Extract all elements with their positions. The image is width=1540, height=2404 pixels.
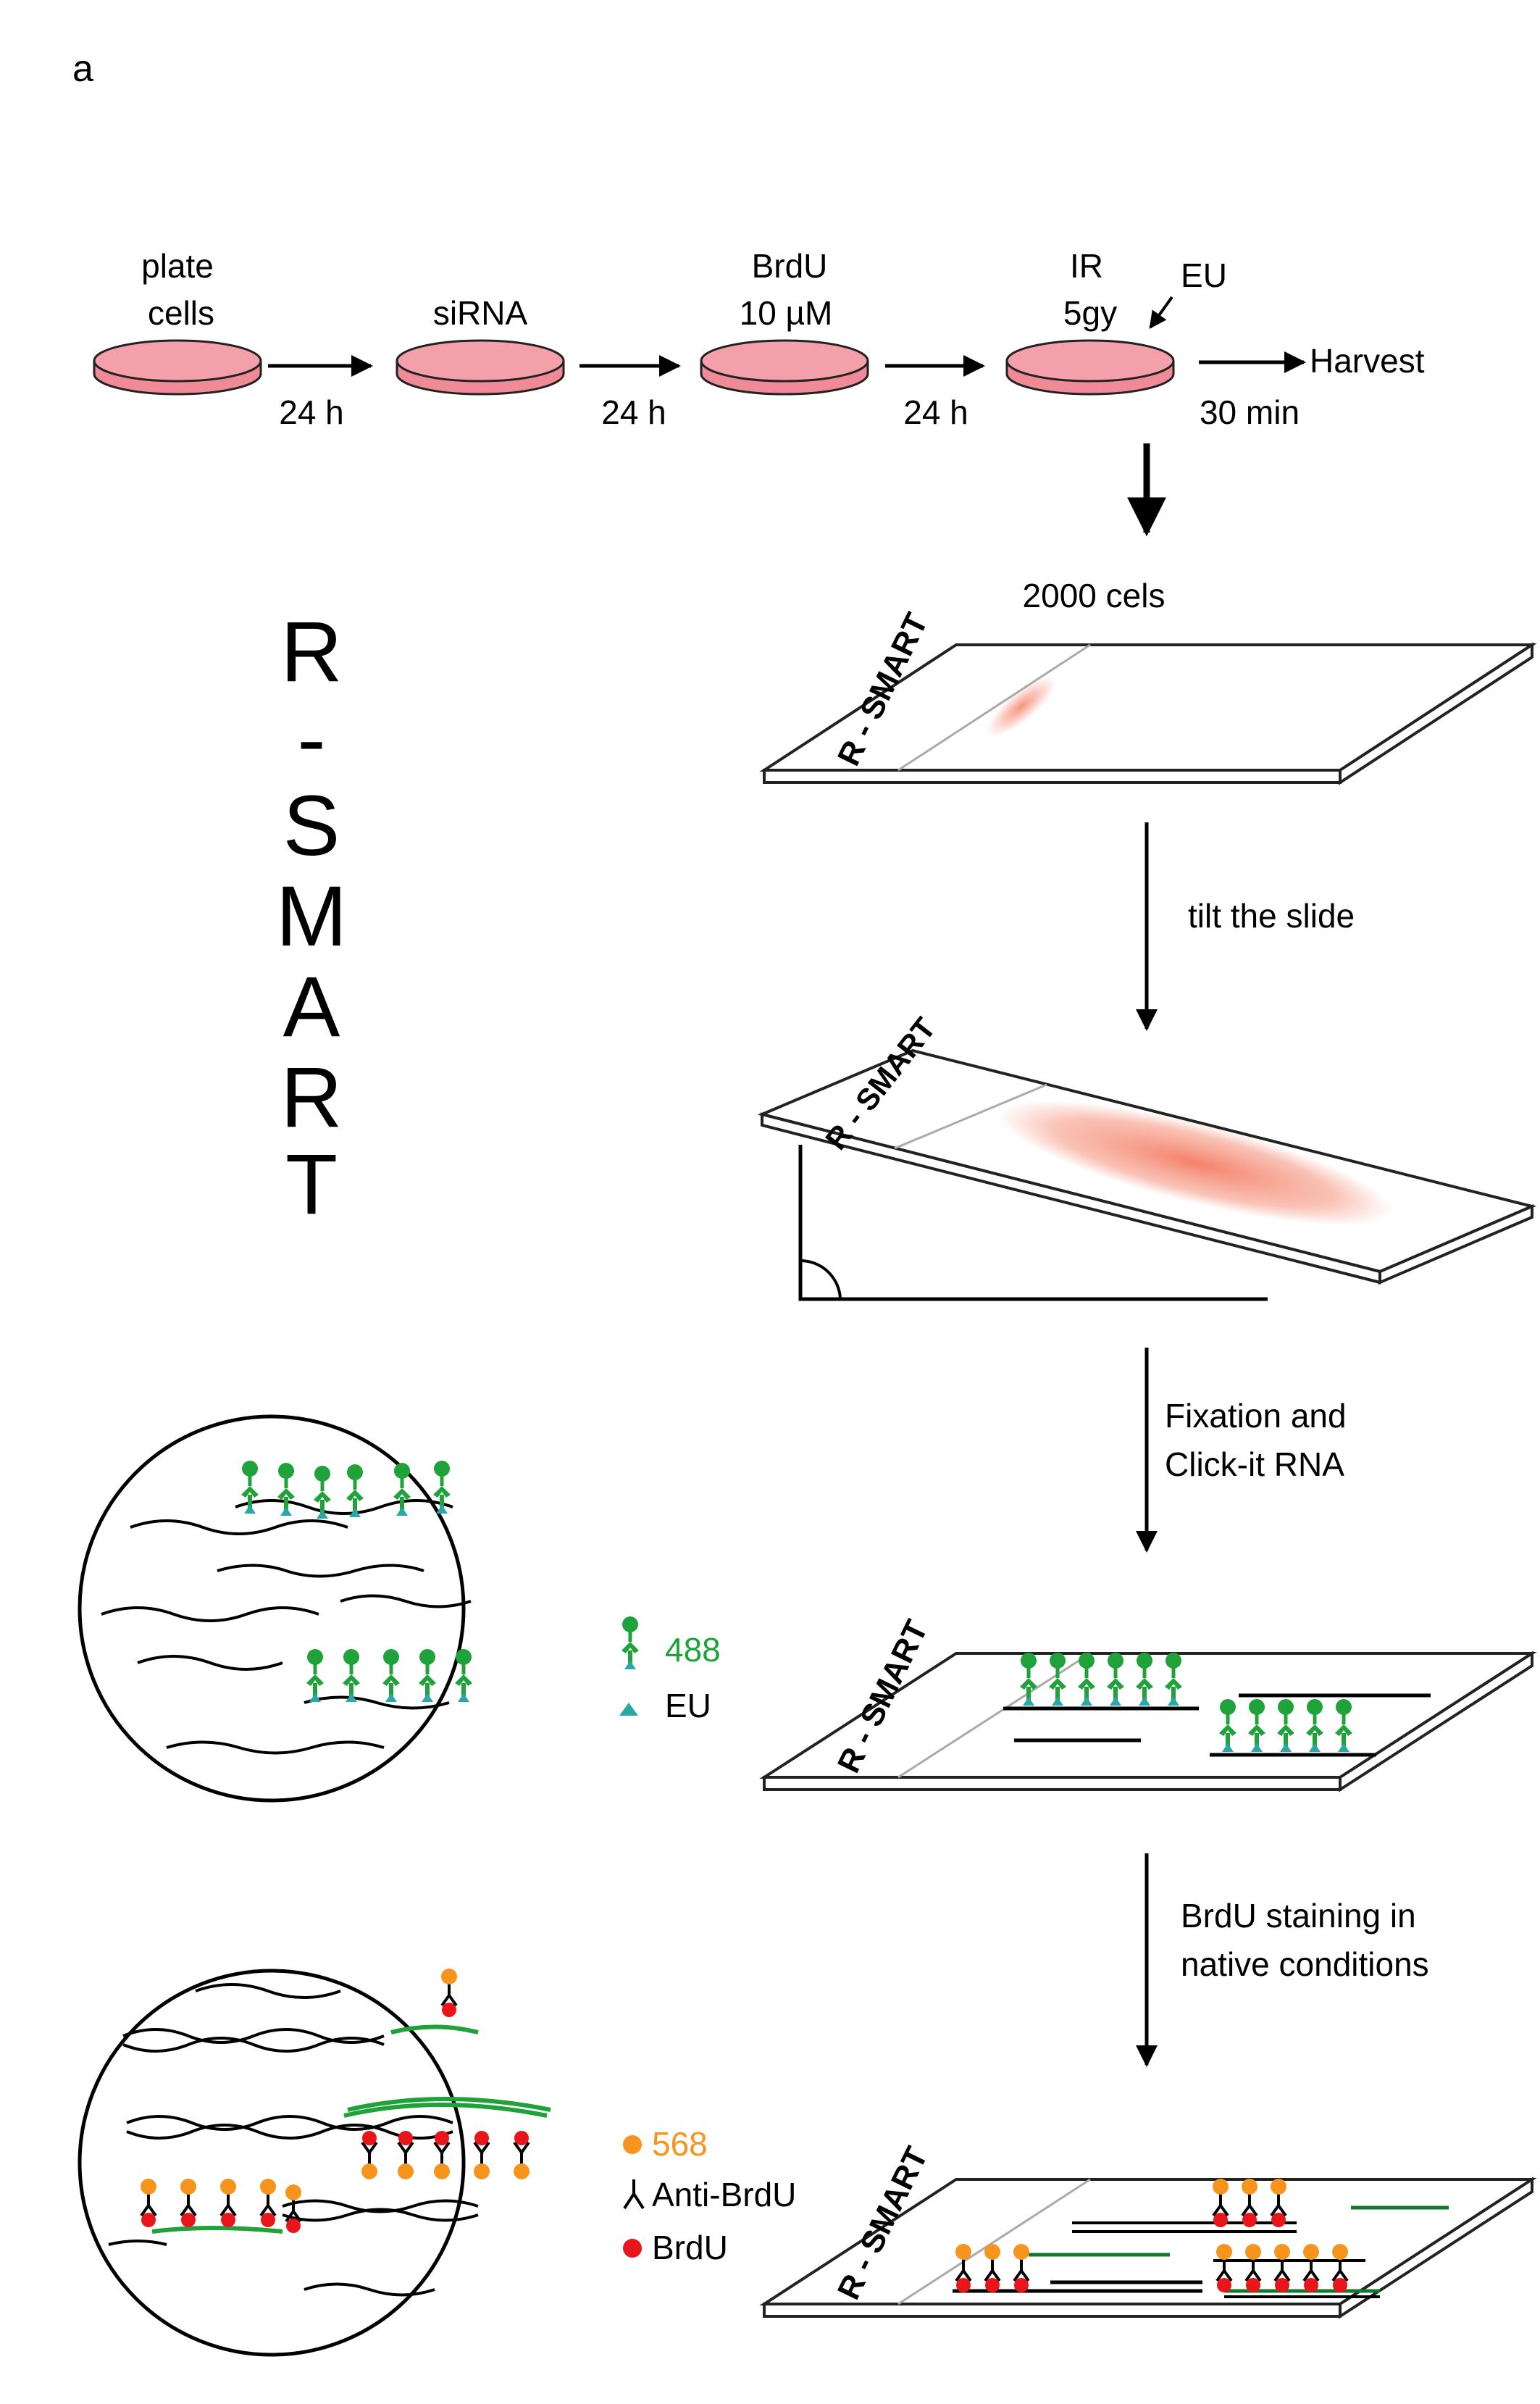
step-label-top: plate [141,247,214,285]
title-letter: R [280,604,342,700]
slide-tilted: R - SMART [757,1011,1537,1301]
eu-arrow [1149,296,1173,329]
timeline: plate cells siRNA BrdU 10 µM IR 5gy 24 h… [93,247,1425,431]
legend-dye-label: 568 [652,2125,708,2163]
slide-rna: R - SMART [759,1614,1537,1792]
legend-rna: 488 EU [619,1616,721,1724]
title-letter: M [276,869,347,964]
antibody-icon [623,2179,645,2210]
brdu-dot-icon [623,2239,642,2258]
step-label: Fixation and [1165,1397,1347,1435]
alexa488-probe-icon [622,1616,639,1669]
title-letter: R [280,1050,342,1145]
alexa568-dot-icon [623,2135,642,2154]
interval-label: 30 min [1200,393,1300,431]
step-label-bottom: siRNA [433,294,528,332]
panel-label: a [72,48,93,90]
cell-count-label: 2000 cels [1023,577,1166,614]
harvest-label: Harvest [1310,342,1425,380]
eu-label: EU [1181,256,1227,294]
legend-dye-label: 488 [665,1631,721,1669]
culture-dish-icon [1005,339,1175,396]
legend-brdu-label: BrdU [652,2229,728,2266]
step-label: tilt the slide [1188,897,1355,935]
culture-dish-icon [93,339,262,396]
step-label: native conditions [1181,1945,1429,1983]
legend-eu-label: EU [665,1687,711,1724]
title-letter: - [297,691,325,787]
title-letter: A [283,959,340,1055]
culture-dish-icon [700,339,869,396]
interval-label: 24 h [903,393,968,431]
legend-brdu: 568 Anti-BrdU BrdU [623,2125,796,2266]
slide-flat: R - SMART [759,607,1537,785]
rna-zoom-circle [78,1414,472,1803]
step-label-bottom: cells [148,294,214,332]
title-letter: T [285,1137,338,1232]
brdu-zoom-circle [78,1967,551,2357]
step-label: BrdU staining in [1181,1897,1416,1935]
title-letter: S [283,778,340,874]
step-label-bottom: 5gy [1063,294,1117,332]
interval-label: 24 h [279,393,344,431]
step-label-top: IR [1070,247,1103,285]
eu-triangle-icon [619,1703,638,1716]
step-label-top: BrdU [752,247,828,285]
vertical-title: R - S M A R T [276,604,347,1232]
culture-dish-icon [396,339,565,396]
slide-brdu: R - SMART [759,2141,1537,2319]
interval-label: 24 h [601,393,666,431]
legend-antibody-label: Anti-BrdU [652,2176,796,2213]
step-label-bottom: 10 µM [740,294,833,332]
step-label: Click-it RNA [1165,1445,1344,1483]
